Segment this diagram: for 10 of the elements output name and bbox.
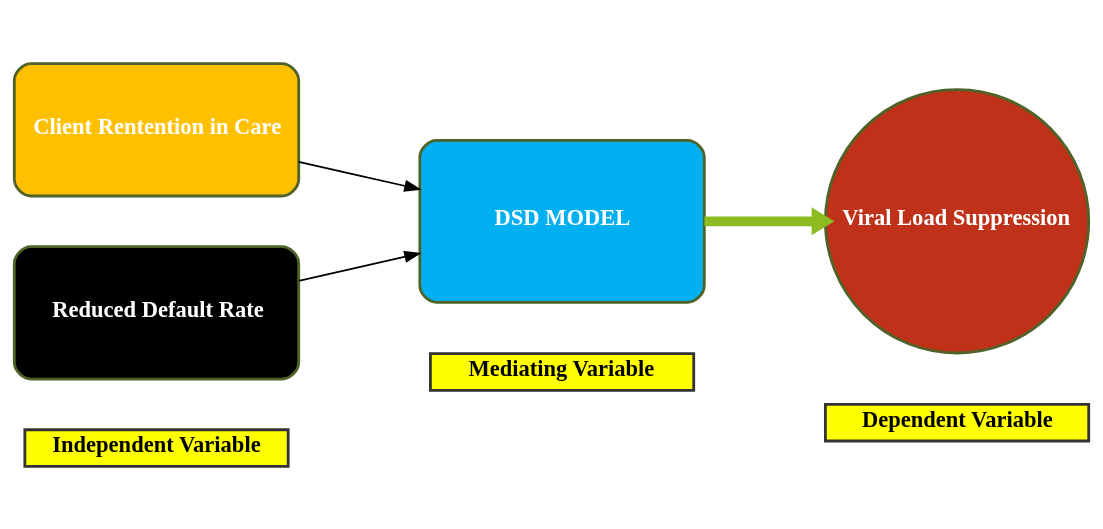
node-box: DSD MODEL [418, 138, 706, 304]
node-box: Reduced Default Rate [12, 244, 301, 380]
node-box: Mediating Variable [429, 351, 696, 392]
node-box: Dependent Variable [824, 402, 1091, 442]
arrow [297, 250, 422, 282]
arrow [704, 206, 835, 235]
arrow [297, 160, 422, 192]
node-box: Client Rentention in Care [12, 61, 301, 197]
node-circle: Viral Load Suppression [824, 87, 1091, 354]
node-box: Independent Variable [23, 427, 290, 468]
